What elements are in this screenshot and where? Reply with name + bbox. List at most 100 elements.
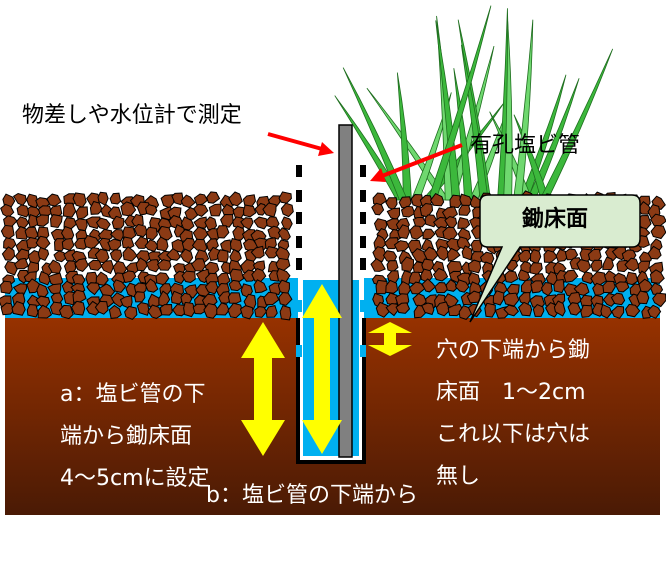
soil-clod	[26, 303, 39, 318]
soil-clod	[193, 216, 208, 229]
soil-clod	[220, 213, 234, 228]
soil-clod	[208, 203, 222, 217]
soil-clod	[72, 192, 87, 208]
soil-clod	[159, 303, 173, 316]
soil-clod	[278, 291, 293, 306]
soil-clod	[184, 284, 198, 299]
soil-clod	[15, 216, 30, 229]
soil-clod	[567, 302, 582, 316]
soil-clod	[74, 258, 89, 272]
soil-clod	[602, 280, 616, 294]
soil-clod	[454, 279, 470, 293]
soil-clod	[62, 202, 77, 218]
soil-clod	[88, 259, 103, 271]
soil-clod	[61, 237, 75, 251]
soil-clod	[600, 303, 613, 319]
pipe-label: 有孔塩ビ管	[470, 133, 581, 158]
soil-clod	[449, 194, 462, 209]
soil-clod	[637, 260, 651, 274]
soil-clod	[94, 300, 109, 315]
b-annotation: b：塩ビ管の下端から	[206, 483, 418, 508]
soil-clod	[232, 225, 246, 241]
hole-line-2: 床面 1〜2cm	[436, 380, 586, 405]
soil-clod	[580, 304, 594, 318]
soil-clod	[422, 228, 436, 240]
soil-clod	[171, 192, 184, 206]
soil-clod	[192, 226, 209, 242]
soil-clod	[265, 305, 278, 318]
soil-clod	[193, 203, 209, 217]
soil-clod	[144, 278, 159, 293]
soil-clod	[625, 271, 639, 286]
soil-clod	[13, 257, 29, 270]
soil-clod	[220, 239, 232, 254]
soil-clod	[37, 246, 50, 262]
a-annotation: a：塩ビ管の下 端から鋤床面 4〜5cmに設定	[60, 374, 210, 500]
soil-clod	[239, 305, 254, 320]
soil-clod	[156, 236, 169, 252]
soil-clod	[553, 300, 566, 317]
soil-clod	[228, 279, 243, 292]
soil-clod	[216, 302, 230, 316]
soil-clod	[503, 304, 520, 317]
soil-clod	[529, 262, 543, 276]
soil-clod	[385, 279, 399, 294]
pipe-hole	[296, 236, 302, 248]
a-line-3: 4〜5cmに設定	[60, 466, 210, 491]
pipe-wall	[296, 318, 366, 464]
leaf	[410, 92, 452, 201]
pipe-perforations	[296, 165, 366, 357]
soil-clod	[204, 281, 219, 295]
soil-clod	[625, 303, 641, 318]
soil-clod	[401, 256, 415, 273]
measure-label: 物差しや水位計で測定	[22, 103, 242, 128]
leaf	[453, 68, 473, 201]
soil-clod	[145, 226, 158, 241]
soil-clod	[581, 271, 595, 285]
soil-clod	[122, 246, 138, 262]
soil-clod	[412, 216, 427, 228]
soil-clod	[250, 245, 265, 259]
pipe-hole	[296, 165, 302, 177]
soil-clod	[0, 302, 14, 316]
soil-clod	[397, 224, 410, 240]
soil-clod	[86, 282, 101, 296]
soil-clod	[145, 204, 158, 216]
soil-clod	[610, 292, 626, 306]
soil-clod	[121, 270, 137, 284]
soil-clod	[372, 192, 388, 206]
soil-clod	[38, 270, 52, 286]
a-line-1: a：塩ビ管の下	[60, 382, 206, 407]
soil-clod	[37, 205, 53, 217]
soil-clod	[647, 304, 662, 319]
soil-clod	[74, 218, 88, 232]
soil-clod	[530, 280, 545, 294]
soil-clod	[135, 257, 149, 272]
pipe-hole	[360, 258, 366, 270]
soil-clod	[1, 246, 16, 261]
hole-line-3: これ以下は穴は	[436, 422, 591, 447]
a-line-2: 端から鋤床面	[60, 424, 193, 449]
callout-box	[469, 194, 641, 323]
leaf	[513, 19, 534, 201]
soil-clod	[49, 214, 63, 229]
soil-clod	[108, 304, 122, 319]
soil-clod	[371, 202, 385, 216]
soil-clod	[218, 290, 232, 304]
soil-clod	[372, 246, 387, 263]
soil-clod	[216, 249, 229, 263]
soil-clod	[0, 280, 13, 295]
soil-clod	[467, 259, 482, 274]
soil-clod	[409, 225, 425, 240]
soil-clod	[386, 207, 401, 220]
soil-clod	[203, 302, 220, 319]
pipe-hole	[360, 165, 366, 177]
soil-clod	[277, 227, 291, 241]
soil-clod	[157, 225, 173, 241]
soil-clod	[95, 217, 111, 231]
measuring-stick	[338, 124, 353, 458]
soil-clod	[16, 204, 30, 218]
soil-clod	[98, 237, 112, 252]
soil-clod	[227, 302, 244, 319]
soil-clod	[180, 216, 195, 231]
